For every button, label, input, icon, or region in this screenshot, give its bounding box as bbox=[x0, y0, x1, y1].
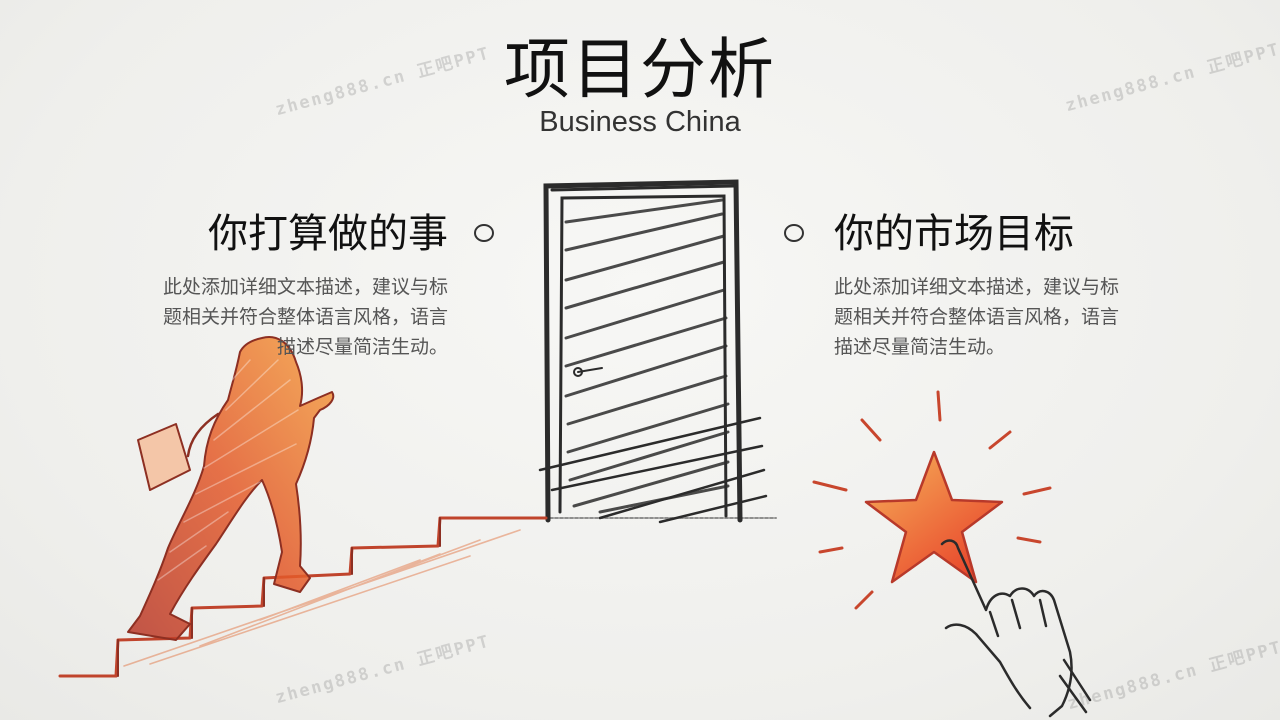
left-section-heading: 你打算做的事 bbox=[208, 211, 448, 257]
man-climbing-illustration bbox=[127, 336, 335, 641]
description-line: 描述尽量简洁生动。 bbox=[276, 336, 448, 358]
stairs-illustration bbox=[58, 516, 548, 678]
right-section-description: 此处添加详细文本描述，建议与标 题相关并符合整体语言风格，语言 描述尽量简洁生动… bbox=[834, 272, 1164, 362]
description-line: 题相关并符合整体语言风格，语言 bbox=[162, 306, 448, 328]
description-line: 此处添加详细文本描述，建议与标 bbox=[162, 276, 448, 298]
hand-pointing-illustration bbox=[940, 539, 1092, 718]
left-bullet-circle-icon bbox=[474, 224, 494, 242]
right-bullet-circle-icon bbox=[784, 224, 804, 242]
slide-subtitle: Business China bbox=[539, 106, 741, 138]
left-section-description: 此处添加详细文本描述，建议与标 题相关并符合整体语言风格，语言 描述尽量简洁生动… bbox=[110, 272, 448, 362]
star-illustration bbox=[812, 390, 1052, 610]
description-line: 描述尽量简洁生动。 bbox=[834, 336, 1006, 358]
description-line: 此处添加详细文本描述，建议与标 bbox=[834, 276, 1120, 298]
description-line: 题相关并符合整体语言风格，语言 bbox=[834, 306, 1120, 328]
right-section-heading: 你的市场目标 bbox=[834, 211, 1074, 257]
slide-title: 项目分析 bbox=[504, 31, 776, 108]
